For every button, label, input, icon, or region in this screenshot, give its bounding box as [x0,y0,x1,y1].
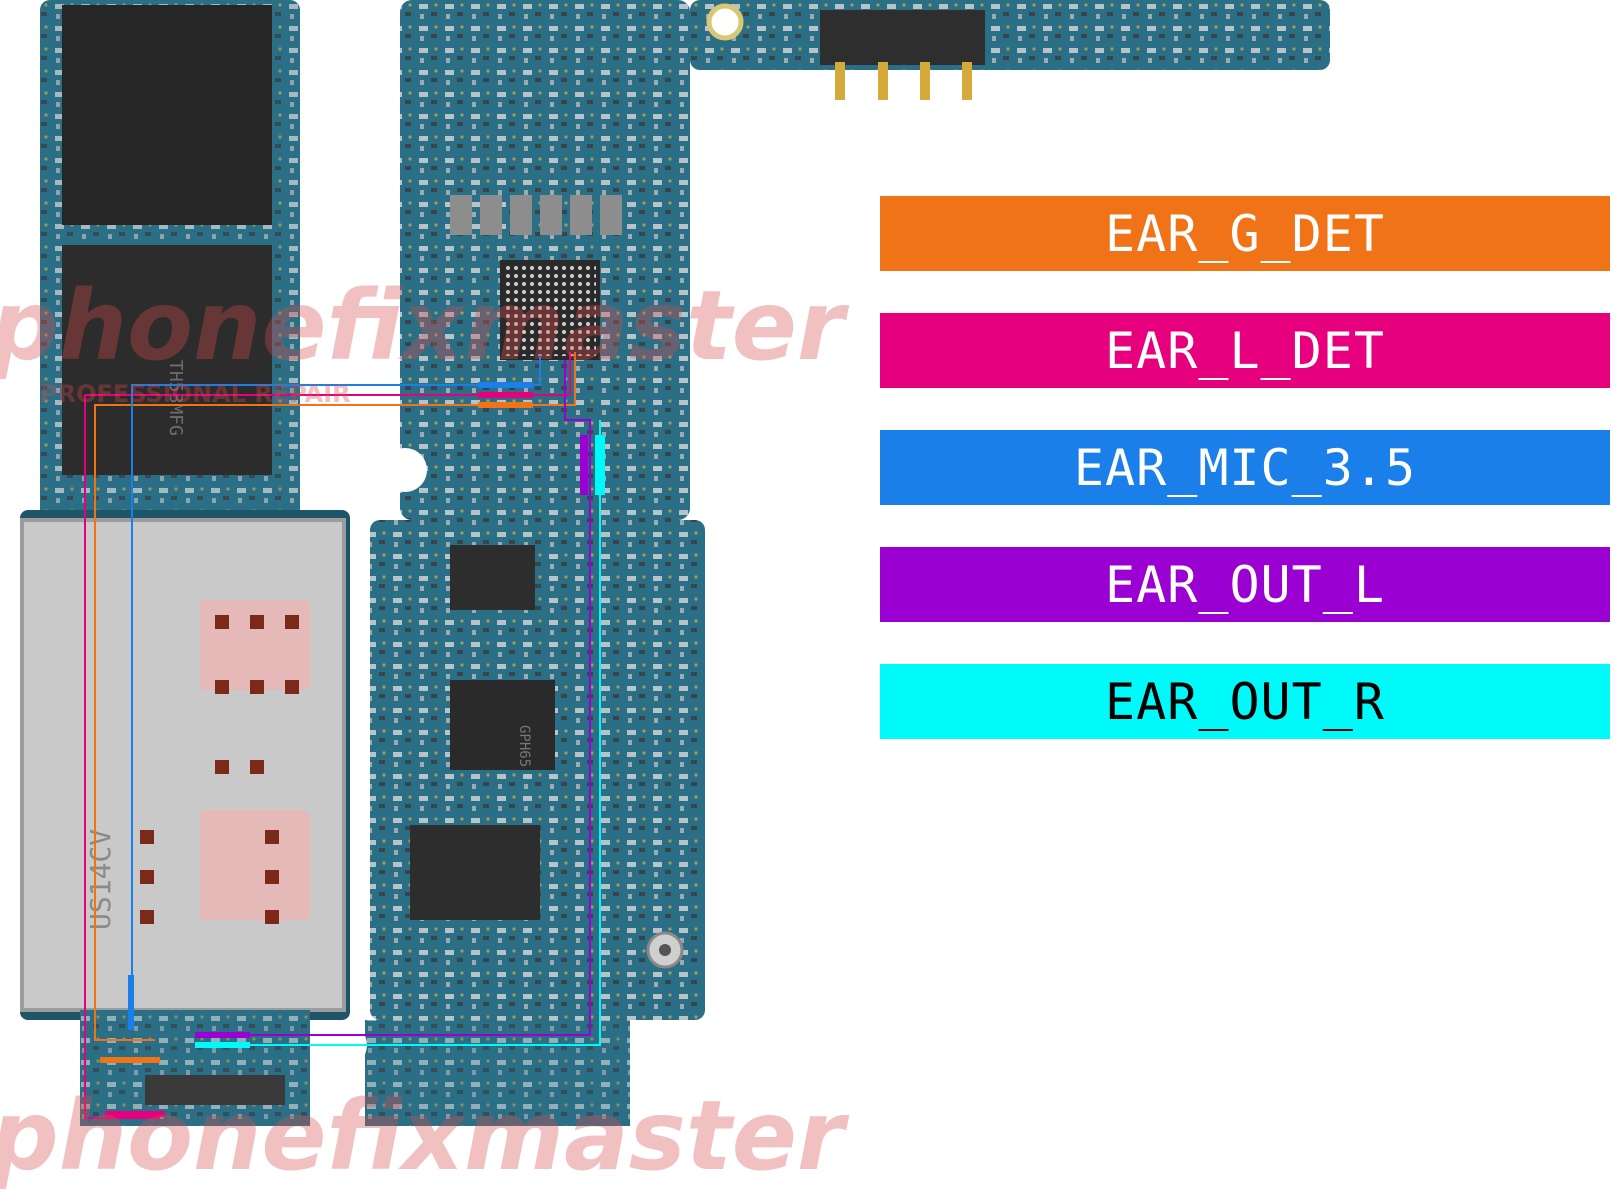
trace-ear-out-l [245,360,591,1036]
legend-ear-out-l: EAR_OUT_L [880,547,1610,622]
trace-ear-l-det [84,352,571,1119]
legend-ear-out-r: EAR_OUT_R [880,664,1610,739]
right-pcb: GPH65 [308,0,1330,1126]
svg-text:US14CV: US14CV [84,829,117,930]
legend-label: EAR_G_DET [1105,204,1385,263]
legend-ear-mic-3-5: EAR_MIC_3.5 [880,430,1610,505]
trace-ear-g-det [94,352,576,1041]
pcb-board-illustration: TH58MFG US14CV [20,0,1330,1126]
legend-label: EAR_OUT_L [1105,555,1385,614]
signal-traces [84,352,601,1119]
legend-ear-l-det: EAR_L_DET [880,313,1610,388]
trace-ear-out-r [245,420,601,1046]
svg-text:GPH65: GPH65 [516,725,532,767]
trace-pad-labels [100,382,605,1117]
legend-label: EAR_MIC_3.5 [1073,438,1417,497]
trace-ear-mic [131,355,541,1030]
left-pcb: TH58MFG US14CV [20,0,350,1126]
legend-ear-g-det: EAR_G_DET [880,196,1610,271]
svg-text:TH58MFG: TH58MFG [165,360,186,436]
legend-label: EAR_OUT_R [1105,672,1385,731]
legend-label: EAR_L_DET [1105,321,1385,380]
